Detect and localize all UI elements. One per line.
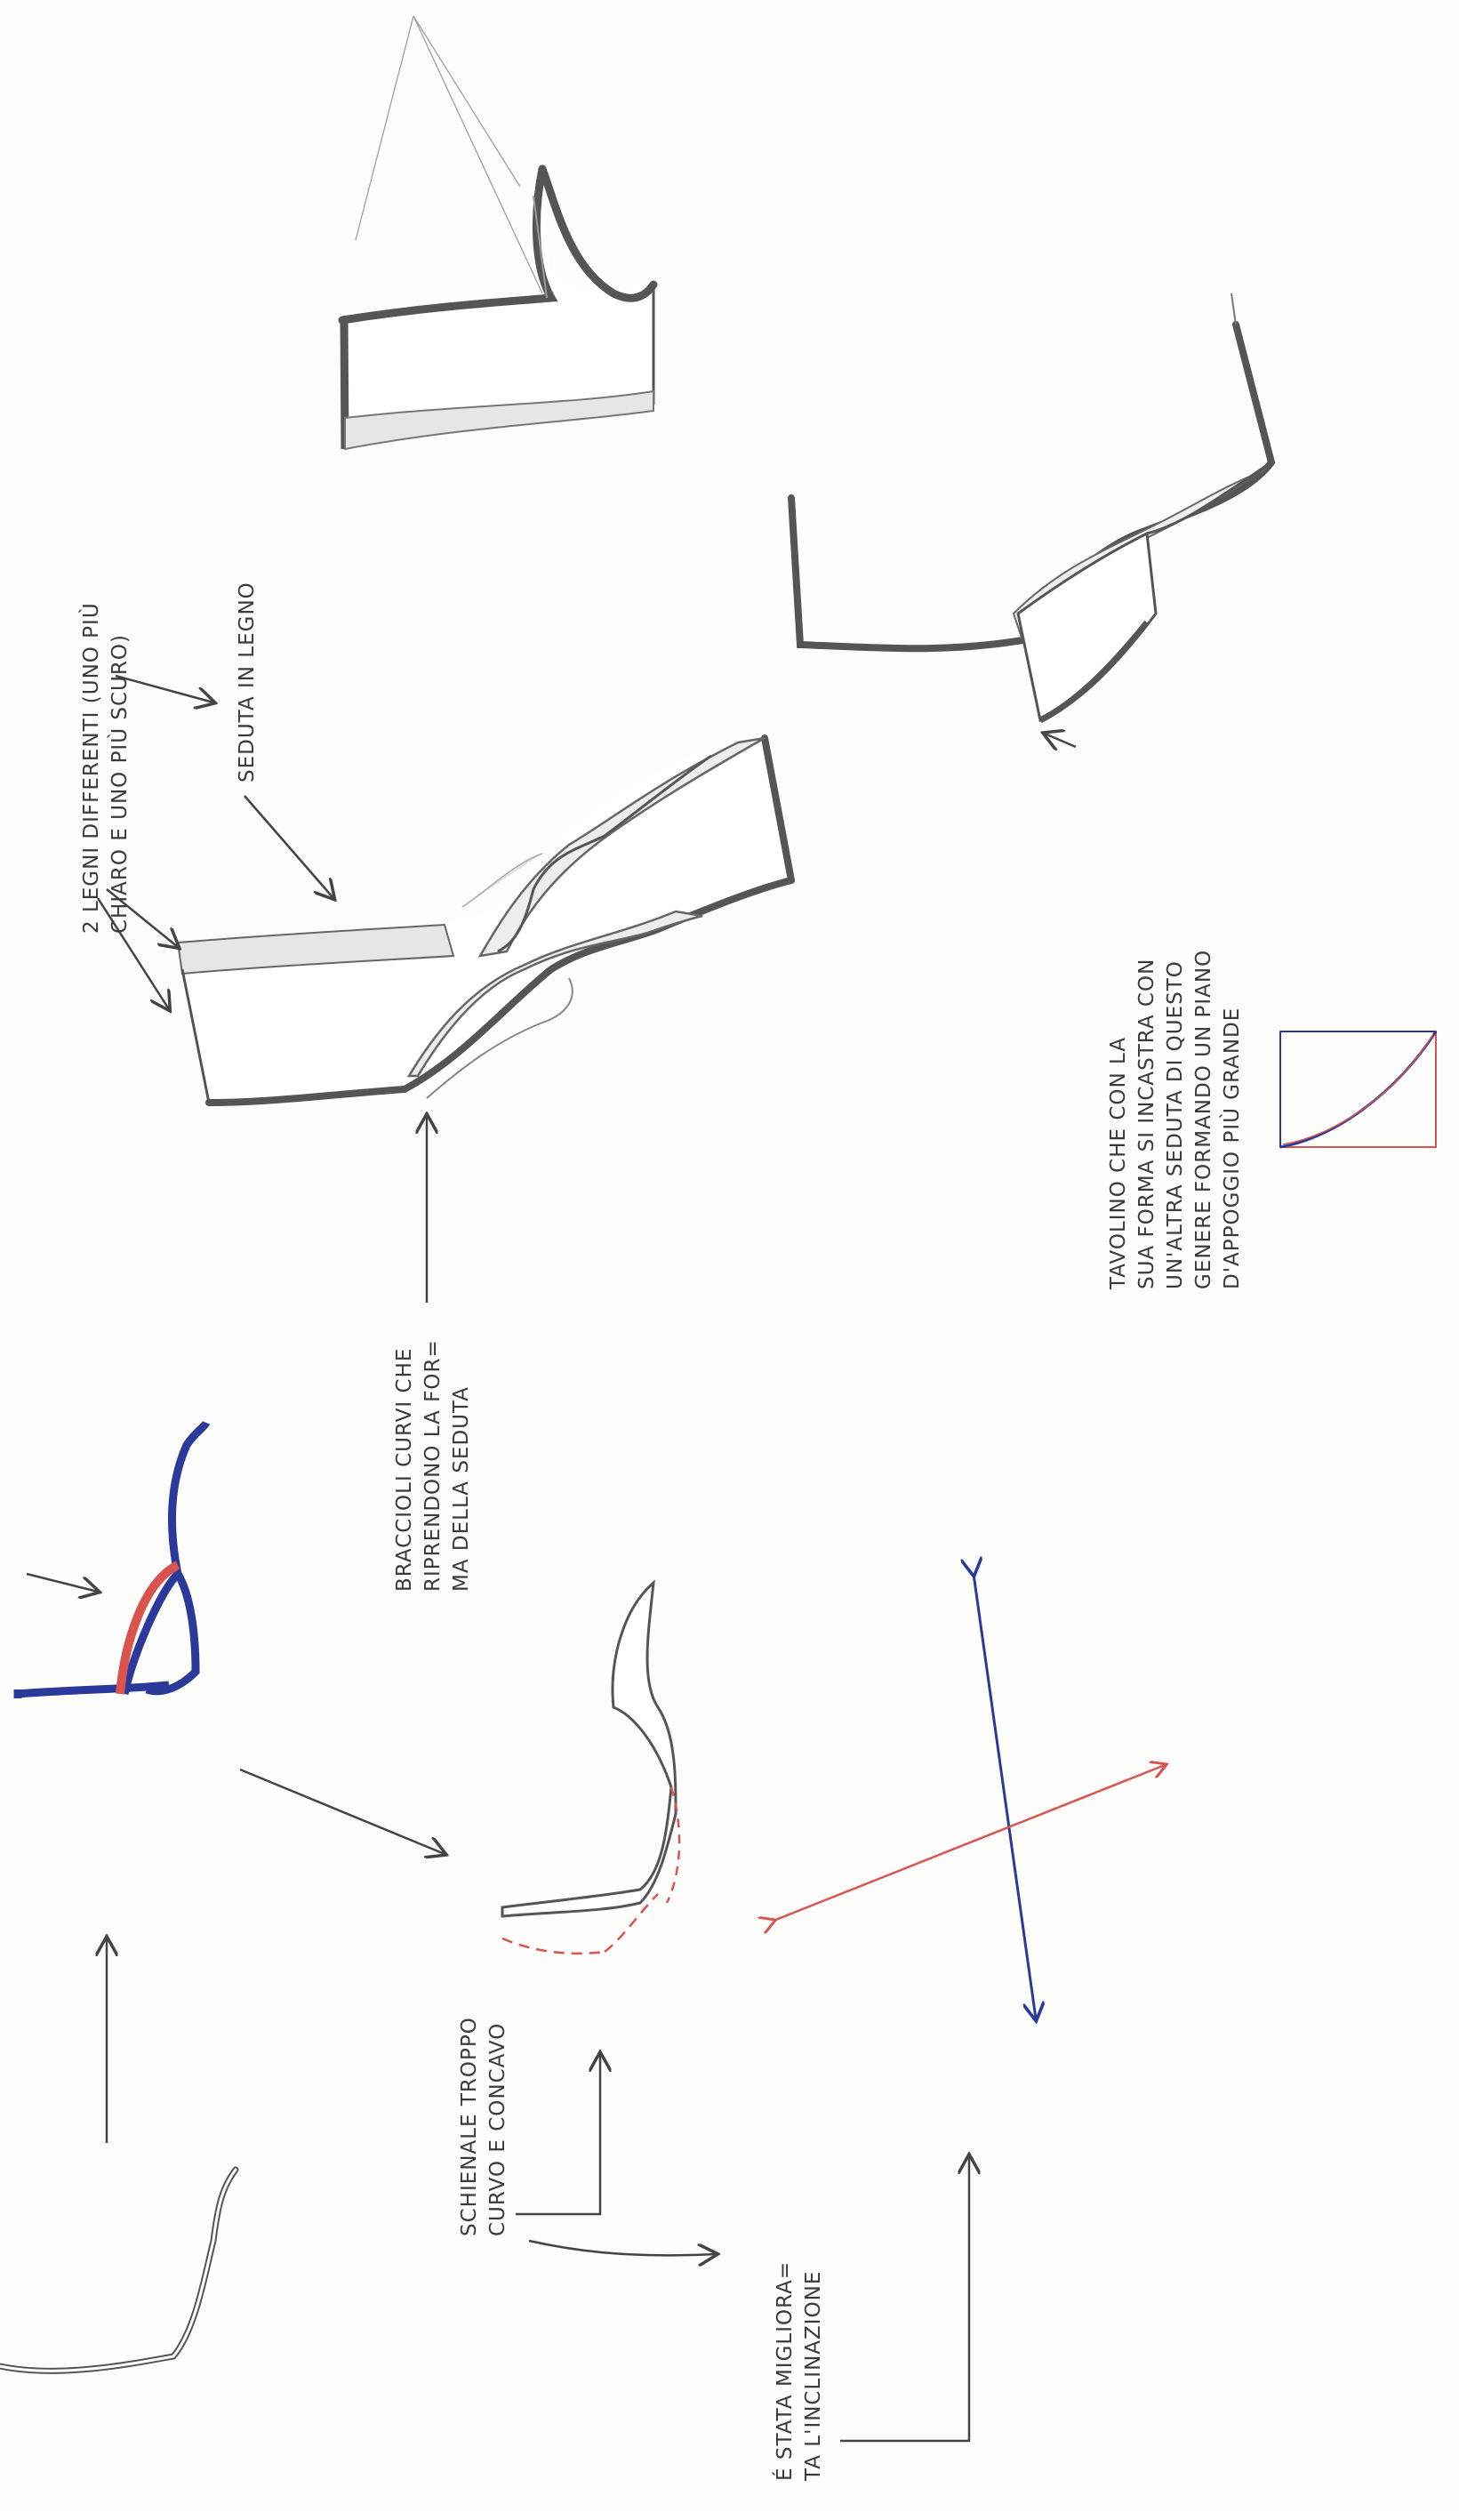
- improved-backrest-sketch: [502, 1583, 679, 1954]
- annotation-legni-line1: 2 LEGNI DIFFERENTI (UNO PIÙ: [78, 602, 103, 934]
- chair-sketch: [178, 738, 791, 1103]
- perspective-band-sketch: [342, 16, 653, 449]
- arrow-schienale-to-migliorata: [529, 2241, 716, 2255]
- annotation-migliorata-line2: TA L'INCLINAZIONE: [802, 2271, 825, 2482]
- annotation-schienale-line2: CURVO E CONCAVO: [486, 2023, 509, 2236]
- arrow-seduta: [245, 796, 333, 898]
- annotation-tavolino-line5: D'APPOGGIO PIÙ GRANDE: [1219, 1007, 1244, 1289]
- annotation-braccioli-line2: RIPRENDONO LA FOR=: [421, 1339, 445, 1592]
- annotation-tavolino-line1: TAVOLINO CHE CON LA: [1107, 1037, 1130, 1290]
- annotation-tavolino-line2: SUA FORMA SI INCASTRA CON: [1135, 959, 1158, 1289]
- annotation-tavolino-line3: UN'ALTRA SEDUTA DI QUESTO: [1164, 960, 1187, 1289]
- red-axis-arrow: [774, 1765, 1165, 1921]
- annotation-braccioli: BRACCIOLI CURVI CHE RIPRENDONO LA FOR= M…: [393, 1339, 473, 1592]
- annotation-migliorata: É STATA MIGLIORA= TA L'INCLINAZIONE: [772, 2261, 825, 2482]
- annotation-braccioli-line1: BRACCIOLI CURVI CHE: [393, 1348, 416, 1592]
- annotation-schienale-line1: SCHIENALE TROPPO: [458, 2017, 481, 2236]
- annotation-tavolino-line4: GENERE FORMANDO UN PIANO: [1192, 950, 1215, 1289]
- s-curve-sketch: [0, 2170, 236, 2371]
- annotation-schienale: SCHIENALE TROPPO CURVO E CONCAVO: [458, 2017, 509, 2236]
- annotation-legni: 2 LEGNI DIFFERENTI (UNO PIÙ CHIARO E UNO…: [78, 602, 132, 934]
- arrow-to-profile: [27, 1574, 98, 1592]
- tavolino-sketch: [791, 293, 1271, 747]
- blue-red-profile-sketch: [18, 1423, 206, 1698]
- annotation-tavolino: TAVOLINO CHE CON LA SUA FORMA SI INCASTR…: [1107, 950, 1244, 1290]
- arrow-profile-to-backrest: [240, 1770, 445, 1854]
- annotation-braccioli-line3: MA DELLA SEDUTA: [450, 1386, 473, 1592]
- annotation-migliorata-line1: É STATA MIGLIORA=: [772, 2261, 797, 2481]
- annotation-seduta: SEDUTA IN LEGNO: [236, 582, 259, 782]
- annotation-seduta-text: SEDUTA IN LEGNO: [236, 582, 259, 782]
- incastro-square-diagram: [1280, 1031, 1436, 1147]
- annotation-legni-line2: CHIARO E UNO PIÙ SCURO): [107, 634, 132, 934]
- blue-axis-arrow: [974, 1574, 1036, 2018]
- arrow-schienale: [516, 2054, 600, 2214]
- arrow-migliorata: [840, 2156, 969, 2441]
